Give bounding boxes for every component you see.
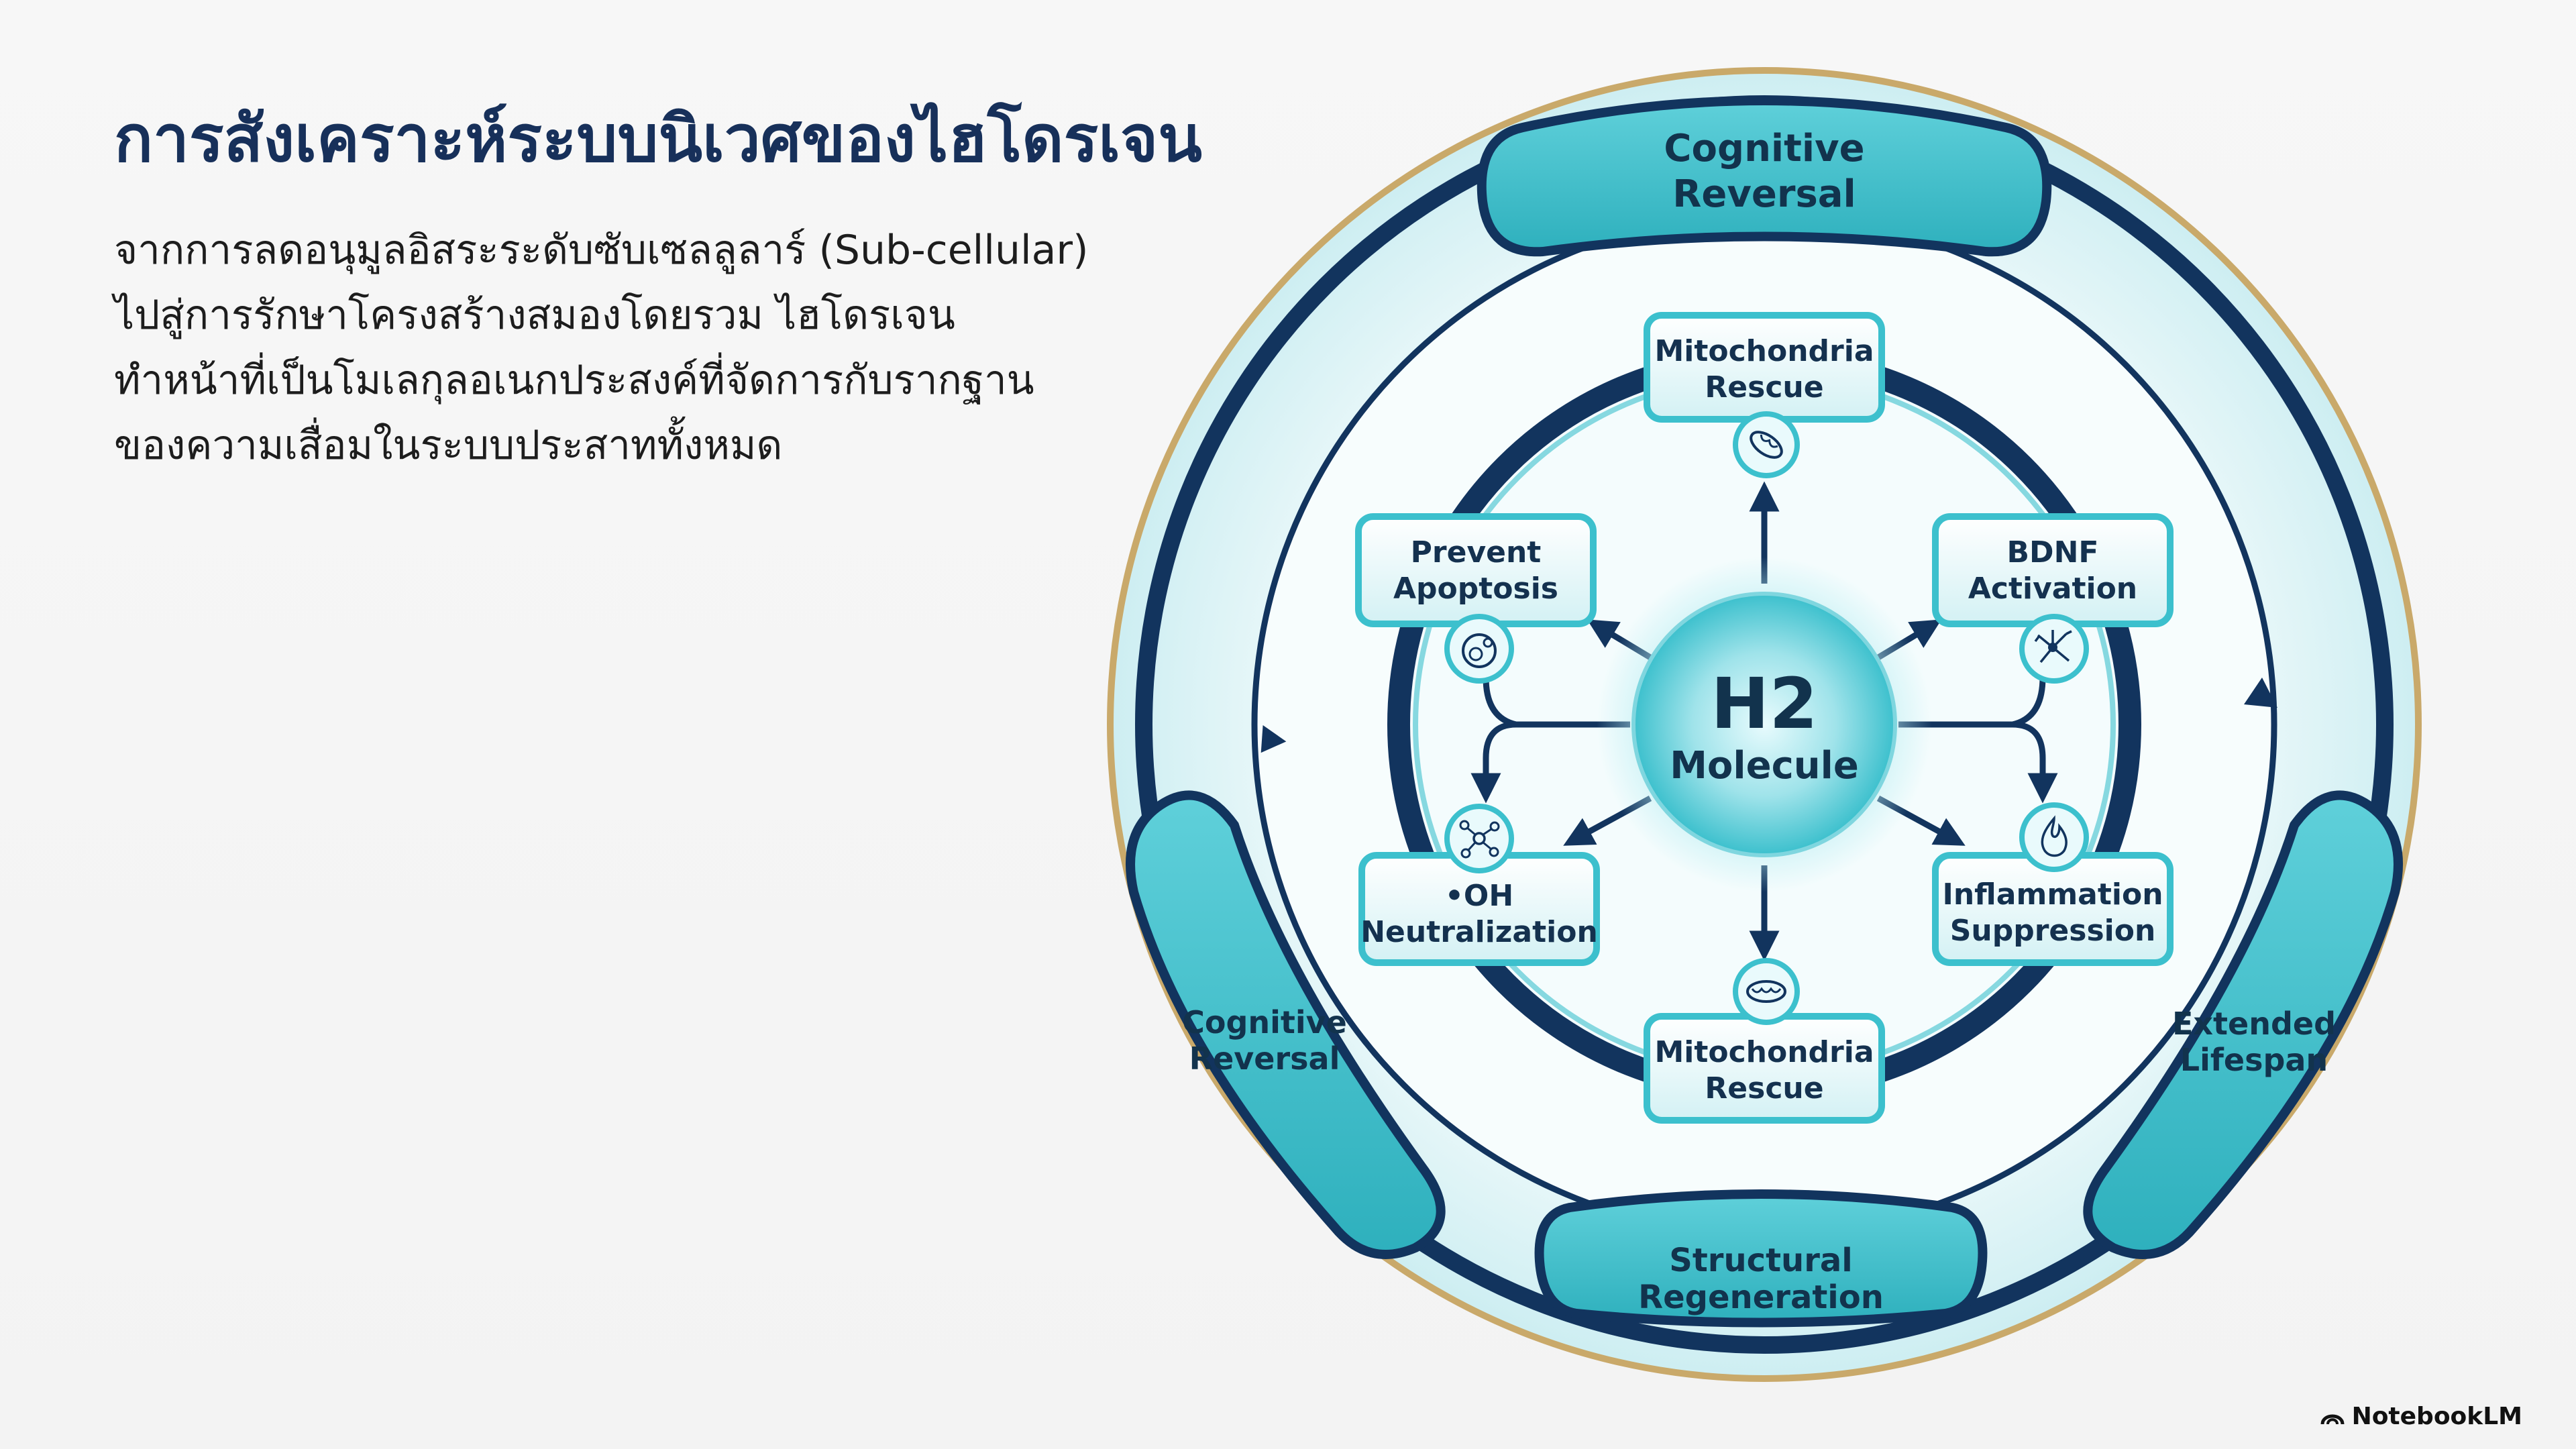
mitochondria-icon: [1733, 958, 1800, 1025]
outer-node-left: Cognitive Reversal: [1126, 790, 1446, 1259]
description: จากการลดอนุมูลอิสระระดับซับเซลลูลาร์ (Su…: [114, 218, 1187, 478]
node-lower-right: Inflammation Suppression: [1932, 802, 2174, 966]
connector-upper-right-tail: [2011, 677, 2046, 728]
outer-node-top-line1: Cognitive: [1664, 127, 1864, 170]
notebooklm-logo-icon: [2320, 1414, 2345, 1425]
brand-label: NotebookLM: [2351, 1403, 2522, 1430]
outer-node-right-line2: Lifespan: [2180, 1042, 2328, 1078]
outer-node-top-line2: Reversal: [1672, 172, 1856, 216]
outer-node-right: Extended Lifespan: [2083, 790, 2403, 1259]
description-line-1: จากการลดอนุมูลอิสระระดับซับเซลลูลาร์ (Su…: [114, 227, 1089, 274]
outer-node-bottom-line1: Structural: [1669, 1242, 1852, 1279]
node-top: Mitochondria Rescue: [1644, 312, 1885, 478]
connector-upper-left-tail: [1483, 677, 1517, 728]
molecule-icon: [1444, 804, 1514, 873]
outer-node-left-line2: Reversal: [1189, 1040, 1340, 1077]
center-label-molecule: Molecule: [1670, 744, 1859, 788]
node-lower-left-line1: •OH: [1445, 879, 1513, 913]
cell-icon: [1444, 614, 1514, 684]
node-lower-right-line2: Suppression: [1950, 914, 2156, 948]
node-top-line2: Rescue: [1705, 370, 1823, 405]
connector-arrows: [1470, 481, 2058, 961]
node-bottom-line1: Mitochondria: [1654, 1035, 1874, 1069]
node-top-line1: Mitochondria: [1654, 334, 1874, 368]
node-upper-right-line2: Activation: [1968, 572, 2137, 606]
node-upper-right-line1: BDNF: [2007, 535, 2099, 570]
node-upper-left-line1: Prevent: [1411, 535, 1542, 570]
outer-node-top: Cognitive Reversal: [1477, 96, 2052, 257]
outer-node-bottom-line2: Regeneration: [1638, 1279, 1884, 1316]
node-bottom-line2: Rescue: [1705, 1071, 1823, 1106]
center-label-h2: H2: [1711, 663, 1817, 745]
outer-node-bottom: Structural Regeneration: [1534, 1189, 1988, 1328]
node-bottom: Mitochondria Rescue: [1644, 958, 1885, 1124]
node-lower-right-line1: Inflammation: [1942, 877, 2163, 912]
neuron-icon: [2019, 614, 2089, 684]
node-upper-left: Prevent Apoptosis: [1355, 513, 1597, 684]
outer-node-left-line1: Cognitive: [1182, 1004, 1347, 1040]
node-upper-left-line2: Apoptosis: [1393, 572, 1558, 606]
description-line-4: ของความเสื่อมในระบบประสาททั้งหมด: [114, 422, 783, 469]
flame-icon: [2019, 802, 2089, 872]
description-line-2: ไปสู่การรักษาโครงสร้างสมองโดยรวม ไฮโดรเจ…: [114, 292, 955, 339]
description-line-3: ทำหน้าที่เป็นโมเลกุลอเนกประสงค์ที่จัดการ…: [114, 357, 1034, 404]
page-title: การสังเคราะห์ระบบนิเวศของไฮโดรเจน: [114, 101, 1202, 176]
outer-node-right-line1: Extended: [2172, 1006, 2336, 1042]
node-upper-right: BDNF Activation: [1932, 513, 2174, 684]
brand-watermark: NotebookLM: [2320, 1403, 2522, 1430]
h2-molecule-center: H2 Molecule: [1597, 557, 1932, 892]
cycle-arrow-right: [2244, 678, 2277, 708]
node-lower-left: •OH Neutralization: [1358, 804, 1600, 966]
cycle-arrow-left: [1260, 724, 1287, 753]
node-lower-left-line2: Neutralization: [1360, 915, 1598, 949]
mitochondria-icon: [1733, 411, 1800, 478]
